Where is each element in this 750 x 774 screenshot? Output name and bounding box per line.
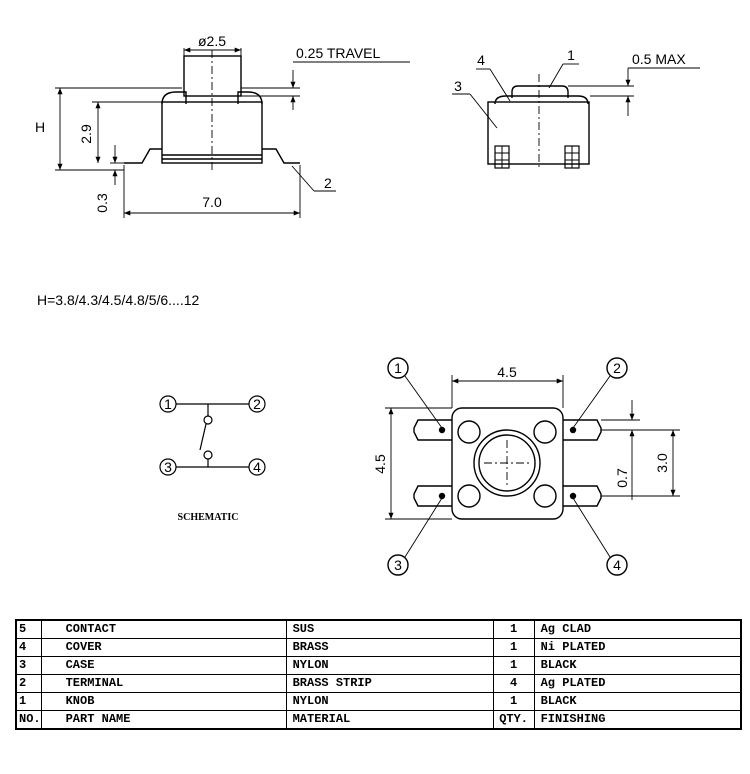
parts-table: 5 CONTACT SUS 1 Ag CLAD 4 COVER BRASS 1 …: [15, 619, 742, 730]
top-pin-2: 2: [613, 360, 621, 376]
cover-right-shape: [237, 91, 263, 105]
part-name: COVER: [40, 638, 287, 657]
schematic-label: SCHEMATIC: [178, 512, 239, 523]
part-material: NYLON: [285, 656, 494, 675]
part-qty: 1: [492, 638, 535, 657]
header-part-name: PART NAME: [40, 710, 287, 730]
front-callout-knob: 1: [567, 47, 575, 63]
schematic-pin-2: 2: [253, 396, 261, 412]
part-finishing: Ag PLATED: [533, 674, 742, 693]
schematic: [159, 395, 266, 476]
top-pin-3: 3: [394, 557, 402, 573]
side-terminal-label: 0.3: [94, 193, 110, 213]
front-view: [452, 63, 700, 170]
top-pitch-small-label: 0.7: [614, 468, 630, 488]
top-post-3: [457, 484, 481, 508]
table-row: 2 TERMINAL BRASS STRIP 4 Ag PLATED: [15, 674, 742, 693]
part-qty: 1: [492, 692, 535, 711]
table-row: 5 CONTACT SUS 1 Ag CLAD: [15, 619, 742, 639]
side-terminal-callout: 2: [324, 175, 332, 191]
part-material: BRASS: [285, 638, 494, 657]
front-knob-shape: [511, 85, 569, 98]
part-name: KNOB: [40, 692, 287, 711]
header-qty: QTY.: [492, 710, 535, 730]
top-post-1: [457, 420, 481, 444]
part-material: SUS: [285, 619, 494, 639]
side-width-label: 7.0: [202, 194, 222, 210]
front-case-shape: [487, 101, 590, 165]
part-qty: 1: [492, 656, 535, 675]
part-no: 2: [15, 674, 42, 693]
header-no: NO.: [15, 710, 42, 730]
front-callout-case: 3: [454, 78, 462, 94]
top-width-label: 4.5: [497, 364, 517, 380]
part-no: 1: [15, 692, 42, 711]
top-terminal-4: [563, 485, 602, 507]
top-view: [385, 357, 680, 576]
terminal-left-shape: [124, 148, 162, 164]
table-row: 4 COVER BRASS 1 Ni PLATED: [15, 638, 742, 657]
side-diameter-label: ø2.5: [198, 33, 226, 49]
top-pitch-large-label: 3.0: [654, 453, 670, 473]
part-finishing: BLACK: [533, 692, 742, 711]
top-knob-inner: [478, 434, 536, 492]
side-view: [55, 47, 410, 218]
top-pin-3-circle: [387, 554, 409, 576]
part-finishing: Ni PLATED: [533, 638, 742, 657]
part-material: NYLON: [285, 692, 494, 711]
top-pin-4-circle: [606, 554, 628, 576]
top-pin-1-circle: [387, 357, 409, 379]
top-post-4: [533, 484, 557, 508]
side-travel-label: 0.25 TRAVEL: [296, 45, 381, 61]
schematic-pin-4: 4: [253, 459, 261, 475]
part-no: 4: [15, 638, 42, 657]
part-finishing: BLACK: [533, 656, 742, 675]
part-qty: 4: [492, 674, 535, 693]
header-material: MATERIAL: [285, 710, 494, 730]
top-terminal-1: [413, 419, 452, 441]
part-finishing: Ag CLAD: [533, 619, 742, 639]
table-row: 3 CASE NYLON 1 BLACK: [15, 656, 742, 675]
part-no: 5: [15, 619, 42, 639]
front-callout-cover: 4: [477, 52, 485, 68]
top-post-2: [533, 420, 557, 444]
height-note: H=3.8/4.3/4.5/4.8/5/6....12: [37, 292, 199, 308]
top-terminal-2: [563, 419, 602, 441]
top-pin-2-circle: [606, 357, 628, 379]
part-no: 3: [15, 656, 42, 675]
plunger-shape: [183, 55, 242, 97]
top-pin-1: 1: [394, 360, 402, 376]
front-cover-shape: [494, 95, 589, 105]
header-finishing: FINISHING: [533, 710, 742, 730]
top-pin-4: 4: [613, 557, 621, 573]
top-body-shape: [451, 407, 564, 520]
part-name: CASE: [40, 656, 287, 675]
side-height-label: H: [35, 119, 45, 135]
side-body-height-label: 2.9: [78, 124, 94, 144]
part-material: BRASS STRIP: [285, 674, 494, 693]
terminal-right-shape: [262, 148, 300, 164]
schematic-pin-3: 3: [164, 459, 172, 475]
part-name: CONTACT: [40, 619, 287, 639]
top-height-label: 4.5: [372, 454, 388, 474]
front-max-label: 0.5 MAX: [632, 51, 686, 67]
cover-left-shape: [161, 91, 187, 105]
top-knob-outer: [473, 429, 541, 497]
top-terminal-3: [413, 485, 452, 507]
part-qty: 1: [492, 619, 535, 639]
schematic-pin-1: 1: [164, 396, 172, 412]
table-header-row: NO. PART NAME MATERIAL QTY. FINISHING: [15, 710, 742, 730]
part-name: TERMINAL: [40, 674, 287, 693]
table-row: 1 KNOB NYLON 1 BLACK: [15, 692, 742, 711]
